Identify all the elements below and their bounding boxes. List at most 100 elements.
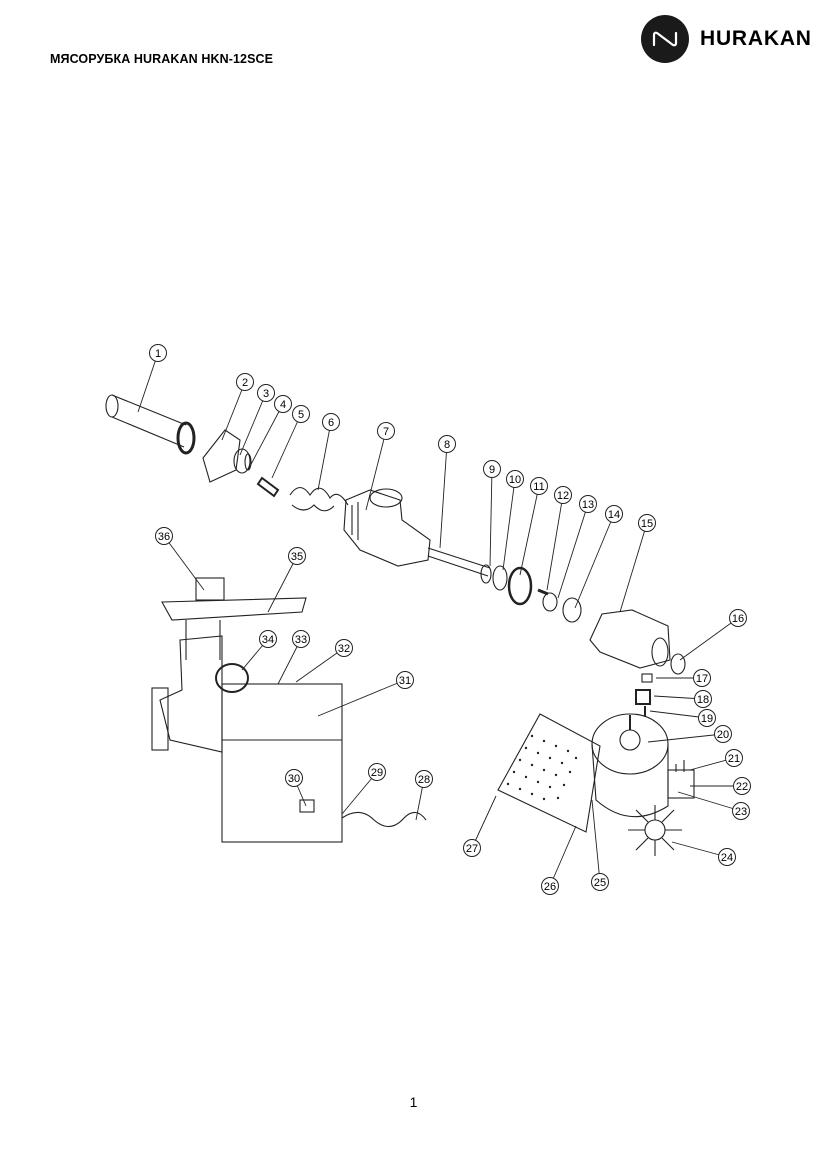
callout-circle-10 (506, 470, 524, 488)
callout-label-9: 9 (489, 464, 495, 476)
callout-circle-27 (463, 839, 481, 857)
callout-circle-4 (274, 395, 292, 413)
callout-label-13: 13 (582, 499, 594, 511)
callout-leader-35 (267, 555, 298, 613)
machine-body (221, 683, 427, 843)
callout-circle-7 (377, 422, 395, 440)
callout-circle-26 (541, 877, 559, 895)
callout-circle-23 (732, 802, 750, 820)
callout-label-27: 27 (466, 843, 478, 855)
callout-leader-23 (677, 791, 742, 812)
meat-tray (161, 577, 307, 621)
callout-leader-36 (163, 535, 205, 591)
callout-label-36: 36 (158, 531, 170, 543)
callout-leader-9 (489, 468, 493, 567)
callout-leader-8 (439, 443, 448, 549)
callout-leader-2 (221, 381, 246, 441)
drive-shaft (427, 547, 491, 577)
auger (289, 486, 349, 512)
callout-leader-7 (365, 430, 387, 511)
callout-circle-20 (714, 725, 732, 743)
callout-leader-15 (619, 522, 648, 613)
electric-motor (591, 713, 695, 818)
callout-circle-31 (396, 671, 414, 689)
callout-leader-4 (247, 403, 284, 471)
callout-leader-1 (137, 352, 159, 413)
callout-label-29: 29 (371, 767, 383, 779)
callout-circle-1 (149, 344, 167, 362)
callout-circle-21 (725, 749, 743, 767)
cooling-fan (628, 805, 682, 856)
callout-label-24: 24 (721, 852, 733, 864)
callout-leader-31 (317, 679, 406, 717)
callout-label-32: 32 (338, 643, 350, 655)
callout-circle-36 (155, 527, 173, 545)
callout-label-8: 8 (444, 439, 450, 451)
callout-leader-6 (317, 421, 332, 491)
callout-leader-27 (471, 795, 497, 849)
callout-circle-25 (591, 873, 609, 891)
callout-label-22: 22 (736, 781, 748, 793)
callout-circle-22 (733, 777, 751, 795)
callout-leader-25 (591, 799, 601, 883)
callout-circle-30 (285, 769, 303, 787)
callout-label-35: 35 (291, 551, 303, 563)
callout-circle-32 (335, 639, 353, 657)
callout-leader-3 (239, 392, 267, 456)
callout-circle-24 (718, 848, 736, 866)
callout-label-19: 19 (701, 713, 713, 725)
callout-circle-35 (288, 547, 306, 565)
hurakan-logo-icon (641, 15, 689, 63)
callout-circle-19 (698, 709, 716, 727)
callout-leader-14 (574, 513, 615, 609)
callout-circle-33 (292, 630, 310, 648)
callout-label-34: 34 (262, 634, 274, 646)
callout-circle-16 (729, 609, 747, 627)
callout-circle-2 (236, 373, 254, 391)
callout-label-4: 4 (280, 399, 286, 411)
callout-label-6: 6 (328, 417, 334, 429)
callout-label-1: 1 (155, 348, 161, 360)
callout-circle-28 (415, 770, 433, 788)
callout-circle-15 (638, 514, 656, 532)
callout-circle-8 (438, 435, 456, 453)
callout-circle-3 (257, 384, 275, 402)
callout-circle-6 (322, 413, 340, 431)
callout-leader-19 (649, 710, 708, 719)
callout-label-26: 26 (544, 881, 556, 893)
callout-label-15: 15 (641, 518, 653, 530)
grinder-head (151, 620, 249, 753)
callout-circle-17 (693, 669, 711, 687)
callout-label-30: 30 (288, 773, 300, 785)
callout-leader-29 (341, 771, 378, 815)
callout-leader-13 (557, 503, 589, 599)
callout-label-16: 16 (732, 613, 744, 625)
callout-circle-11 (530, 477, 548, 495)
callout-leader-11 (519, 485, 540, 576)
callout-leader-5 (271, 413, 302, 479)
callout-circle-5 (292, 405, 310, 423)
part-callouts: 1234567891011121314151617181920212223242… (137, 344, 751, 895)
callout-leader-16 (679, 617, 739, 661)
callout-circle-9 (483, 460, 501, 478)
brand-name: HURAKAN (700, 27, 812, 50)
callout-label-14: 14 (608, 509, 620, 521)
callout-circle-12 (554, 486, 572, 504)
callout-label-33: 33 (295, 634, 307, 646)
document-title: МЯСОРУБКА HURAKAN HKN-12SCE (50, 52, 274, 66)
callout-leader-10 (502, 478, 516, 571)
callout-label-18: 18 (697, 694, 709, 706)
callout-label-31: 31 (399, 675, 411, 687)
perforated-cover (497, 713, 601, 833)
callout-label-21: 21 (728, 753, 740, 765)
grinder-housing (343, 488, 431, 567)
callout-circle-34 (259, 630, 277, 648)
callout-label-5: 5 (298, 409, 304, 421)
perforation-holes (506, 734, 578, 801)
callout-leader-20 (647, 733, 724, 743)
callout-label-20: 20 (717, 729, 729, 741)
callout-circle-13 (579, 495, 597, 513)
callout-circle-14 (605, 505, 623, 523)
callout-label-7: 7 (383, 426, 389, 438)
